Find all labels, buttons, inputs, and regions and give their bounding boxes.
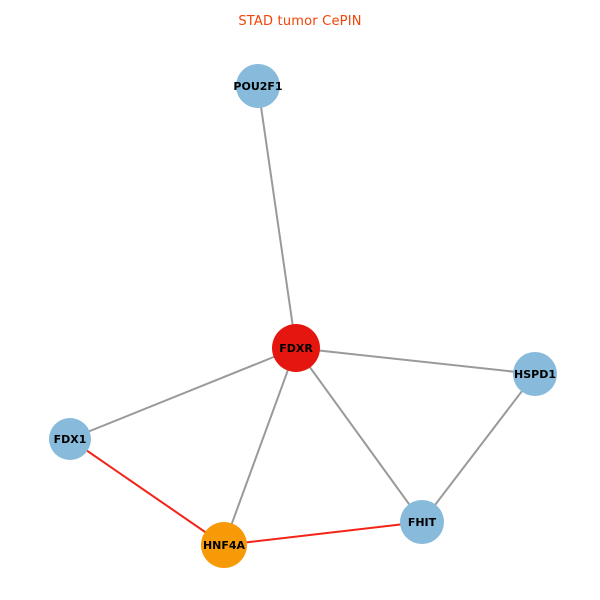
graph-edge-fdxr-fhit [295,347,423,523]
node-circle-fdxr[interactable] [272,324,320,372]
graph-edge-hspd1-fhit [421,373,536,523]
graph-edge-fdxr-fdx1 [69,347,297,440]
graph-node-fdxr[interactable]: FDXR [272,324,320,372]
node-label-fhit: FHIT [408,516,437,529]
node-label-hspd1: HSPD1 [514,368,556,381]
graph-edge-fdxr-hspd1 [295,347,536,375]
graph-node-hnf4a[interactable]: HNF4A [201,522,247,568]
node-circle-pou2f1[interactable] [236,64,280,108]
node-label-pou2f1: POU2F1 [233,80,282,93]
node-circle-fhit[interactable] [400,500,444,544]
graph-edge-pou2f1-fdxr [257,85,297,349]
graph-edge-fdxr-hnf4a [223,347,297,546]
graph-edge-hnf4a-fhit [223,521,423,546]
graph-node-fdx1[interactable]: FDX1 [49,418,91,460]
node-circle-hnf4a[interactable] [201,522,247,568]
edges-layer [69,85,536,546]
graph-node-pou2f1[interactable]: POU2F1 [233,64,283,108]
graph-node-fhit[interactable]: FHIT [400,500,444,544]
node-circle-hspd1[interactable] [513,352,557,396]
node-label-fdx1: FDX1 [54,433,87,446]
page-title: STAD tumor CePIN [238,14,362,29]
graph-edge-fdx1-hnf4a [69,438,225,546]
node-label-hnf4a: HNF4A [203,539,246,552]
graph-node-hspd1[interactable]: HSPD1 [513,352,557,396]
node-circle-fdx1[interactable] [49,418,91,460]
node-label-fdxr: FDXR [279,342,313,355]
